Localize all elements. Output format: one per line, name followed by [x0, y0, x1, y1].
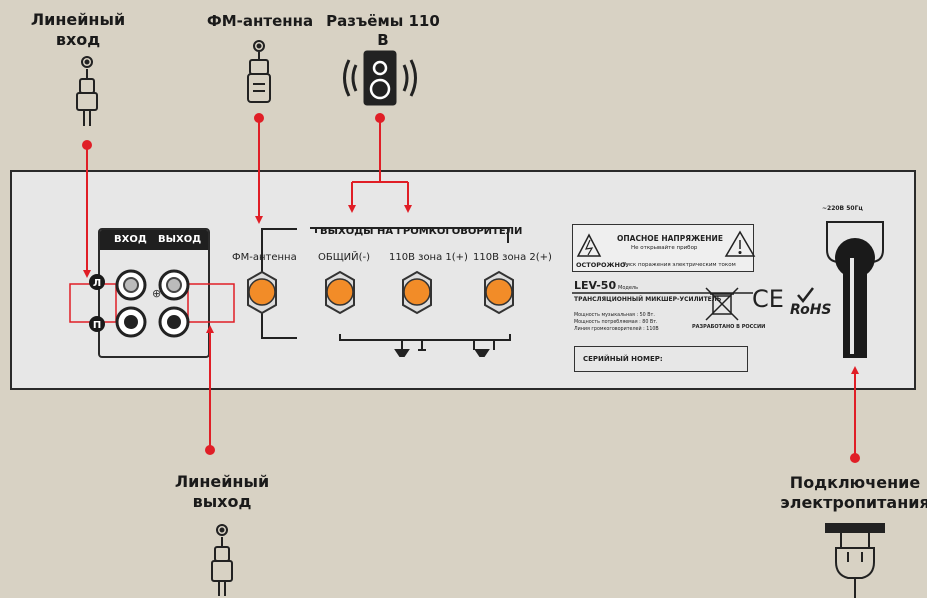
spec-consumption: Мощность потребляемая : 80 Вт. [574, 320, 658, 325]
warning-sticker: ОПАСНОЕ НАПРЯЖЕНИЕ Не открывайте прибор … [572, 224, 754, 272]
power-spec: ~220В 50Гц [822, 205, 863, 212]
rca-in-right[interactable] [115, 306, 147, 338]
rohs-mark: RoHS [790, 302, 832, 318]
model-desc: ТРАНСЛЯЦИОННЫЙ МИКШЕР-УСИЛИТЕЛЬ [574, 296, 722, 303]
channel-right-text: П [93, 320, 101, 331]
rca-highlight-frame [69, 283, 235, 323]
line-in-label: Линейный вход [30, 10, 126, 49]
out-common-label: ОБЩИЙ(-) [318, 252, 371, 263]
io-block: ВХОД ВЫХОД ⊕ [98, 228, 210, 358]
warning-title: ОПАСНОЕ НАПРЯЖЕНИЕ [617, 234, 723, 243]
connector-line-out [205, 325, 215, 455]
warning-subtitle: Не открывайте прибор [631, 245, 698, 251]
connector-speakers [348, 113, 412, 213]
serial-box: СЕРИЙНЫЙ НОМЕР: [574, 346, 748, 372]
connector-fm [254, 113, 264, 224]
channel-right-badge: П [89, 316, 105, 332]
power-label: Подключение электропитания [780, 473, 927, 512]
io-header-out: ВЫХОД [158, 234, 202, 245]
line-out-label: Линейный выход [174, 472, 270, 511]
rca-in-left[interactable] [115, 269, 147, 301]
speaker-jacks-label: Разъёмы 110 В [326, 12, 440, 49]
speaker-terminal-zone2[interactable] [484, 270, 514, 315]
fm-antenna-terminal[interactable] [247, 270, 277, 315]
power-plug-icon [825, 523, 885, 598]
power-socket[interactable] [826, 221, 884, 358]
made-in: РАЗРАБОТАНО В РОССИИ [692, 324, 766, 330]
line-in-plug-icon [76, 56, 98, 126]
model-name: LEV-50 [574, 279, 617, 292]
caution-icon [724, 230, 756, 257]
rca-out-left[interactable] [158, 269, 190, 301]
spec-music: Мощность музыкальная : 50 Вт. [574, 313, 655, 318]
ce-mark: CE [752, 285, 784, 313]
rohs-check-icon [797, 287, 814, 303]
model-suffix: Модель [618, 285, 639, 291]
fm-antenna-label: ФМ-антенна [206, 12, 314, 30]
connector-power [850, 366, 860, 463]
terminal-jumpers [339, 334, 511, 357]
speaker-outputs-title: ВЫХОДЫ НА ГРОМКОГОВОРИТЕЛИ [320, 226, 523, 237]
rear-panel: ВХОД ВЫХОД ⊕ ФМ-антенна ВЫХОДЫ НА ГРОМКО… [10, 170, 916, 390]
out-zone1-label: 110В зона 1(+) [389, 252, 468, 263]
out-zone2-label: 110В зона 2(+) [473, 252, 552, 263]
connector-line-in [82, 140, 92, 278]
rca-out-right[interactable] [158, 306, 190, 338]
fm-label: ФМ-антенна [232, 252, 297, 263]
speaker-terminal-zone1[interactable] [402, 270, 432, 315]
speaker-terminal-common[interactable] [325, 270, 355, 315]
spec-line: Линия громкоговорителей : 110В [574, 327, 659, 332]
caution-text: Риск поражения электрическим током [623, 262, 736, 268]
high-voltage-icon [576, 233, 602, 257]
caution-label: ОСТОРОЖНО: [576, 261, 629, 269]
serial-label: СЕРИЙНЫЙ НОМЕР: [583, 355, 663, 363]
fm-antenna-plug-icon [247, 40, 271, 103]
speaker-icon [343, 50, 417, 106]
speaker-outputs-bracket [310, 227, 509, 243]
channel-left-badge: Л [89, 274, 105, 290]
line-out-plug-icon [211, 524, 233, 596]
io-header [100, 230, 208, 250]
io-header-in: ВХОД [114, 234, 147, 245]
channel-left-text: Л [93, 278, 101, 289]
ground-symbol: ⊕ [152, 287, 162, 300]
